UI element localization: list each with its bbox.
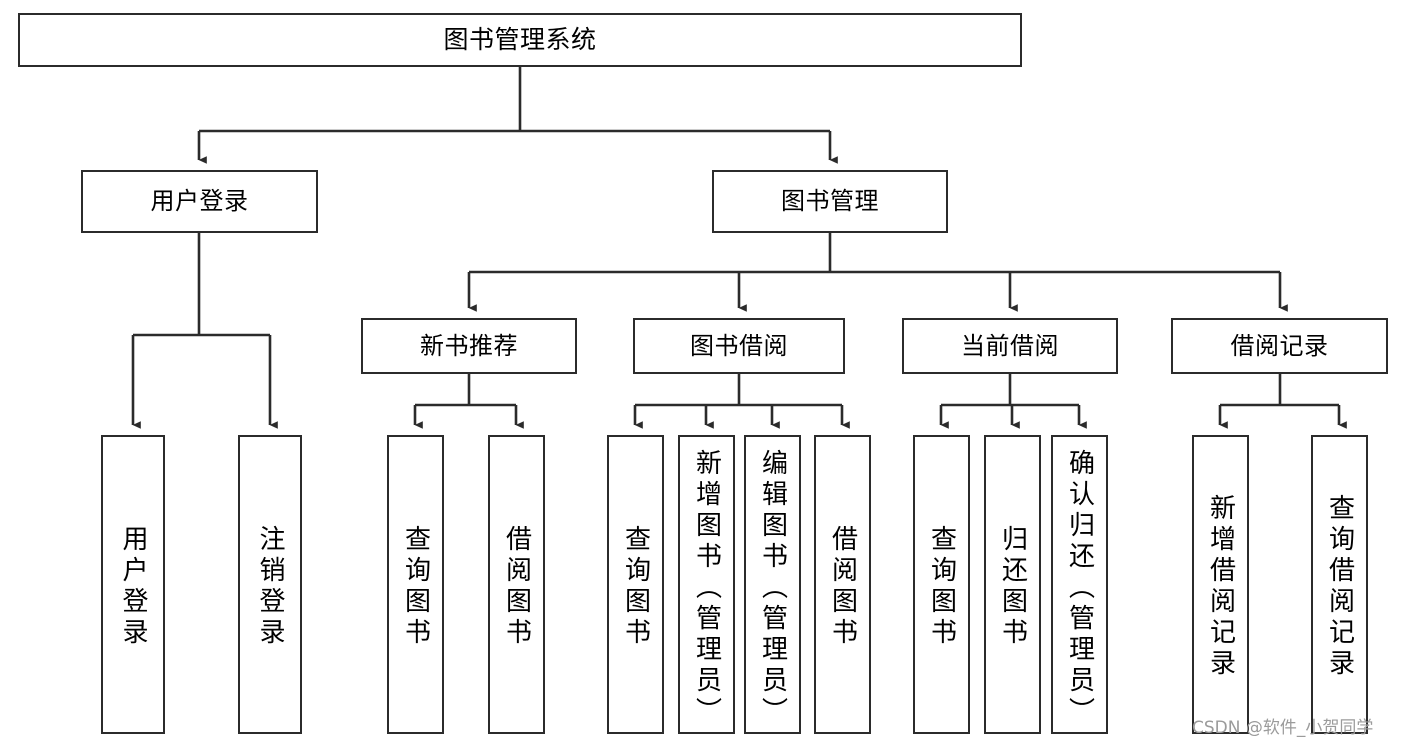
node-label: 借阅记录 — [1230, 331, 1329, 360]
node-current-borrow[interactable]: 当前借阅 — [902, 318, 1118, 374]
node-root-system[interactable]: 图书管理系统 — [18, 13, 1022, 67]
node-leaf-borrow-book-2[interactable]: 借阅图书 — [814, 435, 871, 734]
node-leaf-query-book-1[interactable]: 查询图书 — [387, 435, 444, 734]
node-leaf-query-book-2[interactable]: 查询图书 — [607, 435, 664, 734]
edges-newbookrec-to-leaves — [413, 374, 524, 429]
node-label: 图书管理系统 — [443, 25, 597, 55]
node-leaf-user-login[interactable]: 用户登录 — [101, 435, 165, 734]
node-label: 查询借阅记录 — [1324, 493, 1355, 680]
node-label: 新增借阅记录 — [1205, 493, 1236, 680]
node-leaf-edit-book[interactable]: 编辑图书（管理员） — [744, 435, 801, 734]
node-leaf-return-book[interactable]: 归还图书 — [984, 435, 1041, 734]
watermark-text: CSDN @软件_小贺同学 — [1192, 718, 1374, 738]
node-leaf-user-logout[interactable]: 注销登录 — [238, 435, 302, 734]
node-label: 归还图书 — [997, 524, 1028, 649]
node-leaf-query-book-3[interactable]: 查询图书 — [913, 435, 970, 734]
node-label: 用户登录 — [118, 524, 148, 649]
node-label: 借阅图书 — [827, 524, 858, 649]
edges-currentborrow-to-leaves — [939, 374, 1087, 429]
node-label: 查询图书 — [400, 524, 431, 649]
node-leaf-query-record[interactable]: 查询借阅记录 — [1311, 435, 1368, 734]
node-label: 图书借阅 — [690, 331, 788, 360]
edges-bookmanage-to-level3 — [467, 233, 1288, 312]
node-label: 编辑图书（管理员） — [757, 449, 788, 728]
node-label: 确认归还（管理员） — [1064, 449, 1095, 728]
edges-borrowrecord-to-leaves — [1218, 374, 1347, 429]
node-label: 用户登录 — [150, 187, 249, 216]
node-label: 新书推荐 — [420, 331, 518, 360]
node-label: 当前借阅 — [961, 331, 1059, 360]
node-label: 图书管理 — [781, 187, 879, 216]
node-new-book-rec[interactable]: 新书推荐 — [361, 318, 577, 374]
edges-root-to-level2 — [197, 67, 838, 164]
node-leaf-add-record[interactable]: 新增借阅记录 — [1192, 435, 1249, 734]
node-leaf-borrow-book-1[interactable]: 借阅图书 — [488, 435, 545, 734]
node-user-login[interactable]: 用户登录 — [81, 170, 318, 233]
node-label: 查询图书 — [926, 524, 957, 649]
edges-bookborrow-to-leaves — [633, 374, 850, 429]
node-leaf-confirm-return[interactable]: 确认归还（管理员） — [1051, 435, 1108, 734]
node-label: 注销登录 — [255, 524, 285, 649]
node-label: 新增图书（管理员） — [691, 449, 722, 728]
edges-userlogin-to-leaves — [131, 233, 278, 429]
node-book-manage[interactable]: 图书管理 — [712, 170, 948, 233]
node-book-borrow[interactable]: 图书借阅 — [633, 318, 845, 374]
node-label: 借阅图书 — [501, 524, 532, 649]
node-label: 查询图书 — [620, 524, 651, 649]
node-borrow-record[interactable]: 借阅记录 — [1171, 318, 1388, 374]
node-leaf-add-book[interactable]: 新增图书（管理员） — [678, 435, 735, 734]
